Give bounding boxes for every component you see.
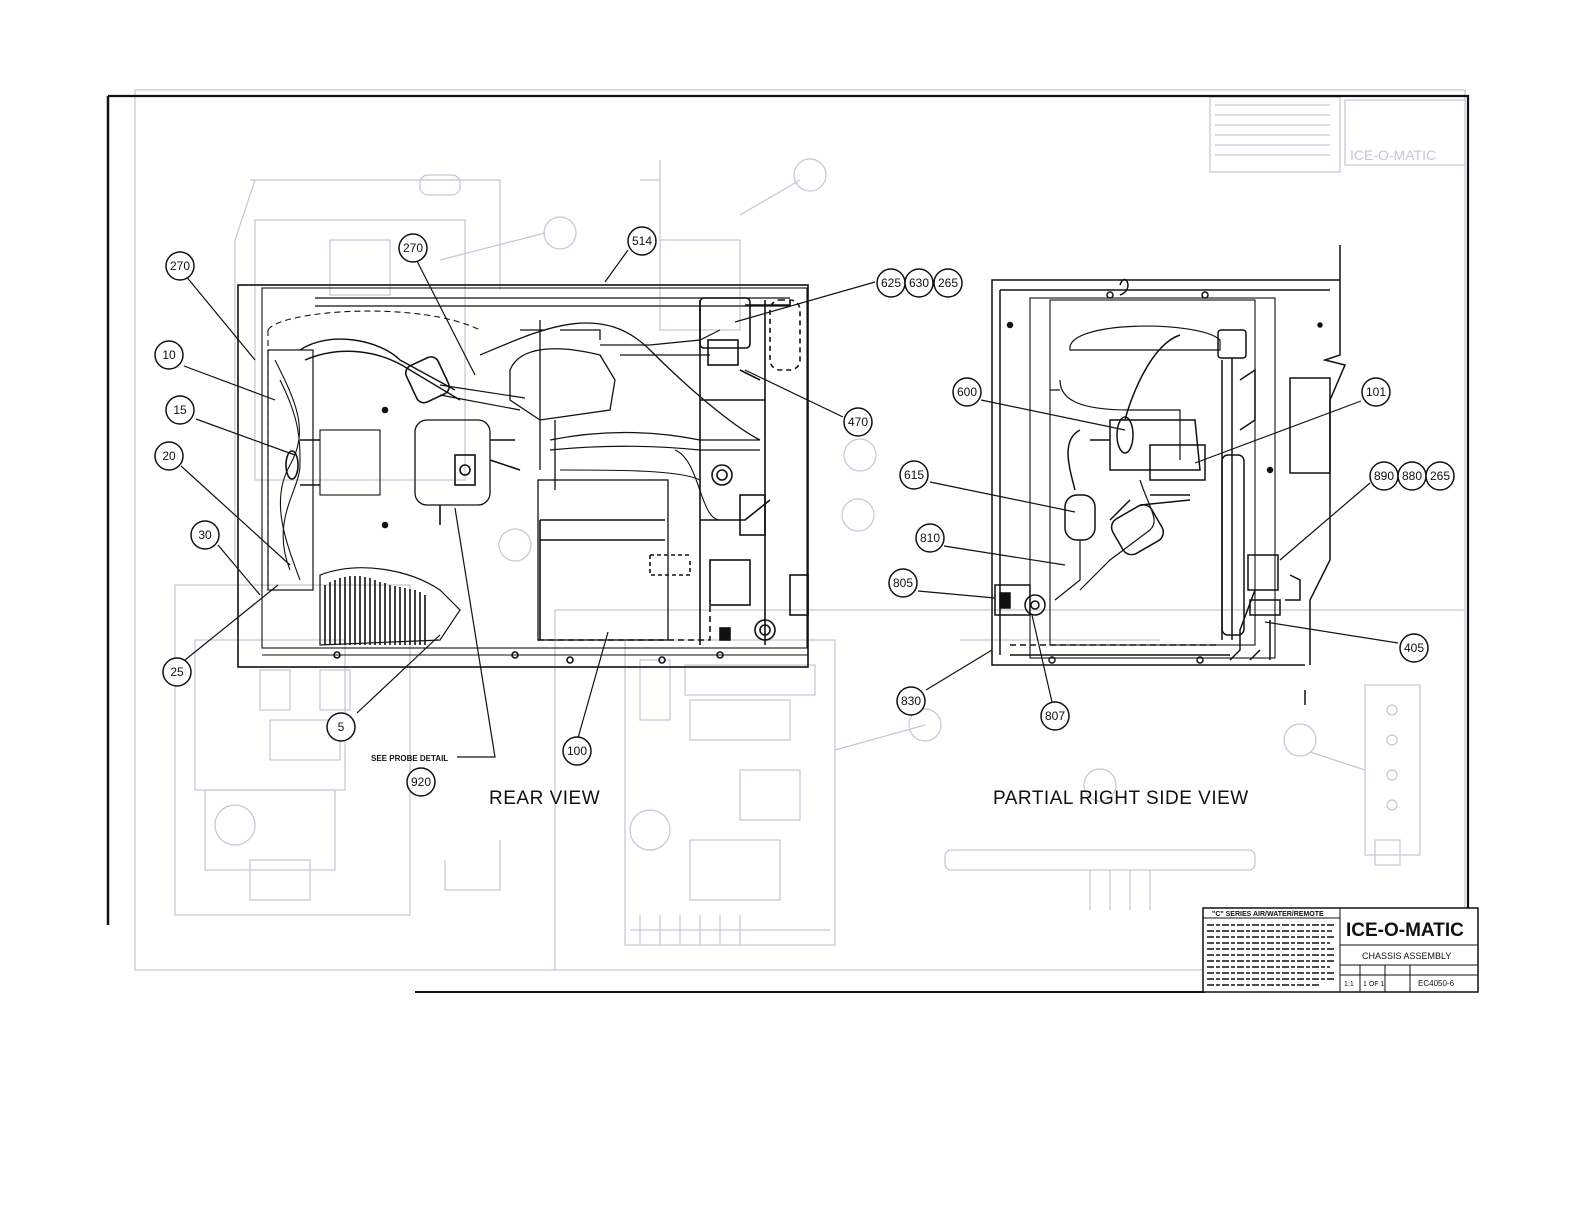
probe-detail-note: SEE PROBE DETAIL — [371, 754, 448, 763]
callout-10: 10 — [155, 341, 183, 369]
title-block: "C" SERIES AIR/WATER/REMOTE ICE-O-MATIC … — [1203, 908, 1478, 992]
svg-text:807: 807 — [1045, 709, 1065, 723]
svg-text:830: 830 — [901, 694, 921, 708]
callout-630: 630 — [905, 269, 933, 297]
svg-text:405: 405 — [1404, 641, 1424, 655]
callout-615: 615 — [900, 461, 928, 489]
callout-805: 805 — [889, 569, 917, 597]
drawing-number: EC4050-6 — [1418, 979, 1455, 988]
svg-text:25: 25 — [170, 665, 184, 679]
sheet-text: 1 OF 1 — [1363, 981, 1385, 988]
svg-text:270: 270 — [403, 241, 423, 255]
svg-text:15: 15 — [173, 403, 187, 417]
side-view-label: PARTIAL RIGHT SIDE VIEW — [993, 788, 1249, 809]
callout-600: 600 — [953, 378, 981, 406]
svg-text:101: 101 — [1366, 385, 1386, 399]
svg-text:5: 5 — [338, 720, 345, 734]
callout-890: 890 — [1370, 462, 1398, 490]
callout-25: 25 — [163, 658, 191, 686]
callout-20: 20 — [155, 442, 183, 470]
svg-text:630: 630 — [909, 276, 929, 290]
callout-15: 15 — [166, 396, 194, 424]
callout-265-top: 265 — [934, 269, 962, 297]
svg-text:805: 805 — [893, 576, 913, 590]
svg-text:100: 100 — [567, 744, 587, 758]
callout-920: 920 — [407, 768, 435, 796]
callout-810: 810 — [916, 524, 944, 552]
callout-470: 470 — [844, 408, 872, 436]
leader-lines — [181, 250, 1398, 757]
callout-807: 807 — [1041, 702, 1069, 730]
rear-view-label: REAR VIEW — [489, 788, 600, 809]
callout-101: 101 — [1362, 378, 1390, 406]
callout-bubbles: 270 10 15 20 30 25 5 270 — [155, 227, 1454, 796]
svg-text:625: 625 — [881, 276, 901, 290]
svg-text:ICE-O-MATIC: ICE-O-MATIC — [1350, 147, 1436, 163]
svg-text:20: 20 — [162, 449, 176, 463]
ghost-background-linework: ICE-O-MATIC — [135, 90, 1465, 970]
svg-text:265: 265 — [1430, 469, 1450, 483]
callout-270-center: 270 — [399, 234, 427, 262]
side-view-chassis — [992, 245, 1345, 705]
callout-30: 30 — [191, 521, 219, 549]
callout-265-right: 265 — [1426, 462, 1454, 490]
scale-text: 1:1 — [1344, 981, 1354, 988]
callout-514: 514 — [628, 227, 656, 255]
svg-text:890: 890 — [1374, 469, 1394, 483]
svg-text:10: 10 — [162, 348, 176, 362]
sheet-border — [108, 96, 1468, 992]
svg-text:920: 920 — [411, 775, 431, 789]
svg-text:30: 30 — [198, 528, 212, 542]
svg-text:880: 880 — [1402, 469, 1422, 483]
callout-100: 100 — [563, 737, 591, 765]
svg-text:600: 600 — [957, 385, 977, 399]
svg-text:265: 265 — [938, 276, 958, 290]
condenser-coil — [320, 568, 460, 645]
svg-text:270: 270 — [170, 259, 190, 273]
callout-270-left: 270 — [166, 252, 194, 280]
brand-logo-text: ICE-O-MATIC — [1346, 920, 1464, 941]
svg-text:615: 615 — [904, 468, 924, 482]
svg-text:514: 514 — [632, 234, 652, 248]
callout-405: 405 — [1400, 634, 1428, 662]
series-text: "C" SERIES AIR/WATER/REMOTE — [1212, 911, 1324, 918]
callout-625: 625 — [877, 269, 905, 297]
callout-880: 880 — [1398, 462, 1426, 490]
svg-text:810: 810 — [920, 531, 940, 545]
svg-text:470: 470 — [848, 415, 868, 429]
drawing-title: CHASSIS ASSEMBLY — [1362, 951, 1451, 961]
callout-5: 5 — [327, 713, 355, 741]
callout-830: 830 — [897, 687, 925, 715]
